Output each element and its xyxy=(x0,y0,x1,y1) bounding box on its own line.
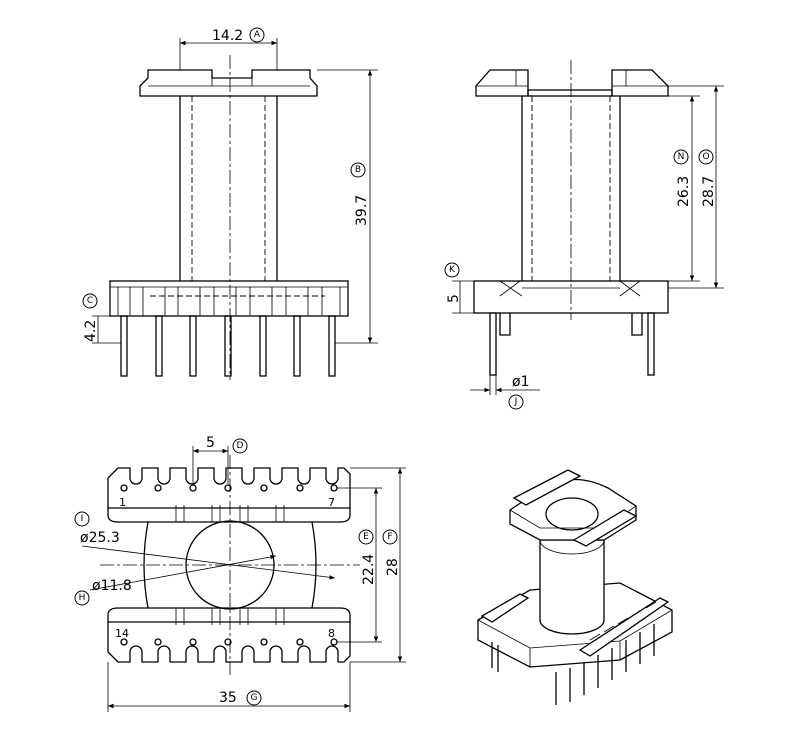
dim-H-marker: H xyxy=(79,593,86,603)
dim-A-marker: A xyxy=(254,30,261,40)
dim-K-value: 5 xyxy=(446,294,462,303)
dim-E-marker: E xyxy=(363,532,369,542)
dim-N-marker: N xyxy=(678,152,685,162)
dim-D-value: 5 xyxy=(206,435,215,451)
dim-N-value: 26.3 xyxy=(676,176,692,207)
pin-label-7: 7 xyxy=(328,496,335,509)
dim-J-marker: J xyxy=(514,397,518,407)
dim-F-marker: F xyxy=(387,532,392,542)
dim-I-marker: I xyxy=(81,514,84,524)
dim-B-marker: B xyxy=(355,165,361,175)
dim-D-marker: D xyxy=(237,441,244,451)
pin-label-1: 1 xyxy=(119,496,126,509)
dim-J-value: ø1 xyxy=(512,374,529,390)
top-view: 1 7 14 8 5 D 22.4 E 28 F 35 G ø25.3 xyxy=(74,435,406,712)
dim-O-value: 28.7 xyxy=(701,176,717,207)
dim-G-marker: G xyxy=(251,693,258,703)
dim-H-value: ø11.8 xyxy=(92,578,132,594)
front-view: 14.2 A 39.7 B 4.2 C xyxy=(82,27,378,380)
side-view: 26.3 N 28.7 O 5 K ø1 J xyxy=(444,60,724,410)
dim-C-value: 4.2 xyxy=(83,320,99,342)
dim-A-value: 14.2 xyxy=(212,28,243,44)
dim-I-value: ø25.3 xyxy=(80,530,120,546)
pin-label-14: 14 xyxy=(115,627,129,640)
dim-E-value: 22.4 xyxy=(361,554,377,585)
dim-F-value: 28 xyxy=(385,558,401,576)
dim-C-marker: C xyxy=(87,296,93,306)
dim-O-marker: O xyxy=(702,152,709,162)
dim-B-value: 39.7 xyxy=(354,195,370,226)
pin-label-8: 8 xyxy=(328,627,335,640)
dim-G-value: 35 xyxy=(219,690,237,706)
dim-K-marker: K xyxy=(449,265,456,275)
isometric-view xyxy=(477,469,673,705)
